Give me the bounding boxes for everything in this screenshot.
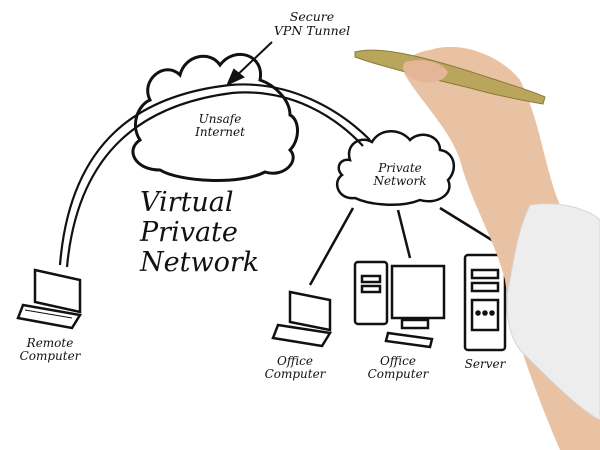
tunnel-pointer-arrow-icon <box>226 41 273 87</box>
server-label-line1: Server <box>464 357 506 371</box>
diagram-title: Virtual Private Network <box>140 188 259 278</box>
private-network-label-line2: Network <box>373 174 427 189</box>
office-laptop-icon <box>271 290 333 348</box>
remote-computer-label-line2: Computer <box>19 349 81 364</box>
server-tower-icon <box>463 253 507 352</box>
title-line-network: Network <box>140 247 260 278</box>
private-network-label: Private Network <box>360 161 440 189</box>
office-laptop-label-line1: Office <box>277 354 313 368</box>
office-laptop-label: Office Computer <box>255 354 335 382</box>
title-line-virtual: Virtual <box>140 187 234 218</box>
remote-computer-label: Remote Computer <box>10 336 90 364</box>
office-desktop-label-line2: Computer <box>367 367 429 382</box>
vpn-tunnel-arc <box>58 83 371 268</box>
remote-laptop-icon <box>16 268 83 330</box>
remote-computer-label-line1: Remote <box>26 336 74 350</box>
private-network-cloud-icon <box>335 130 456 207</box>
unsafe-internet-label-line1: Unsafe <box>198 112 242 126</box>
vpn-tunnel-label: Secure VPN Tunnel <box>262 10 362 38</box>
office-laptop-label-line2: Computer <box>264 367 326 382</box>
title-line-private: Private <box>140 217 238 248</box>
network-links <box>308 206 496 286</box>
unsafe-internet-label-line2: Internet <box>195 125 245 140</box>
vpn-tunnel-label-line1: Secure <box>289 9 335 24</box>
office-desktop-icon <box>353 260 446 349</box>
server-label: Server <box>455 357 515 371</box>
private-network-label-line1: Private <box>378 161 422 175</box>
office-desktop-label-line1: Office <box>380 354 416 368</box>
hand-with-pen-image <box>354 46 600 450</box>
office-desktop-label: Office Computer <box>358 354 438 382</box>
unsafe-internet-label: Unsafe Internet <box>180 112 260 140</box>
vpn-tunnel-label-line2: VPN Tunnel <box>273 22 351 38</box>
